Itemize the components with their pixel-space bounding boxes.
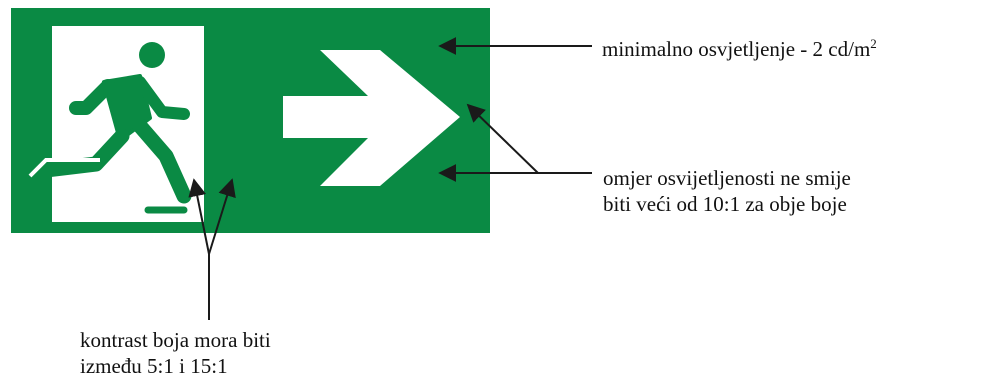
ratio-annotation: omjer osvijetljenosti ne smije biti veći… (603, 165, 851, 217)
ratio-line-1: omjer osvijetljenosti ne smije (603, 166, 851, 190)
arrow-right-icon (283, 50, 460, 186)
contrast-annotation: kontrast boja mora biti između 5:1 i 15:… (80, 327, 271, 379)
pointer-ratio-arrow (466, 103, 539, 174)
illumination-annotation: minimalno osvjetljenje - 2 cd/m2 (602, 36, 877, 62)
pointer-contrast-green (208, 178, 236, 255)
pointer-lines (188, 37, 592, 320)
floor-outline (28, 158, 100, 178)
running-man-icon (29, 42, 192, 214)
illumination-text: minimalno osvjetljenje - 2 cd/m2 (602, 36, 877, 61)
contrast-line-2: između 5:1 i 15:1 (80, 354, 228, 378)
contrast-line-1: kontrast boja mora biti (80, 328, 271, 352)
ratio-line-2: biti veći od 10:1 za obje boje (603, 192, 847, 216)
illumination-superscript: 2 (870, 36, 877, 51)
pointer-contrast-white (188, 178, 210, 255)
